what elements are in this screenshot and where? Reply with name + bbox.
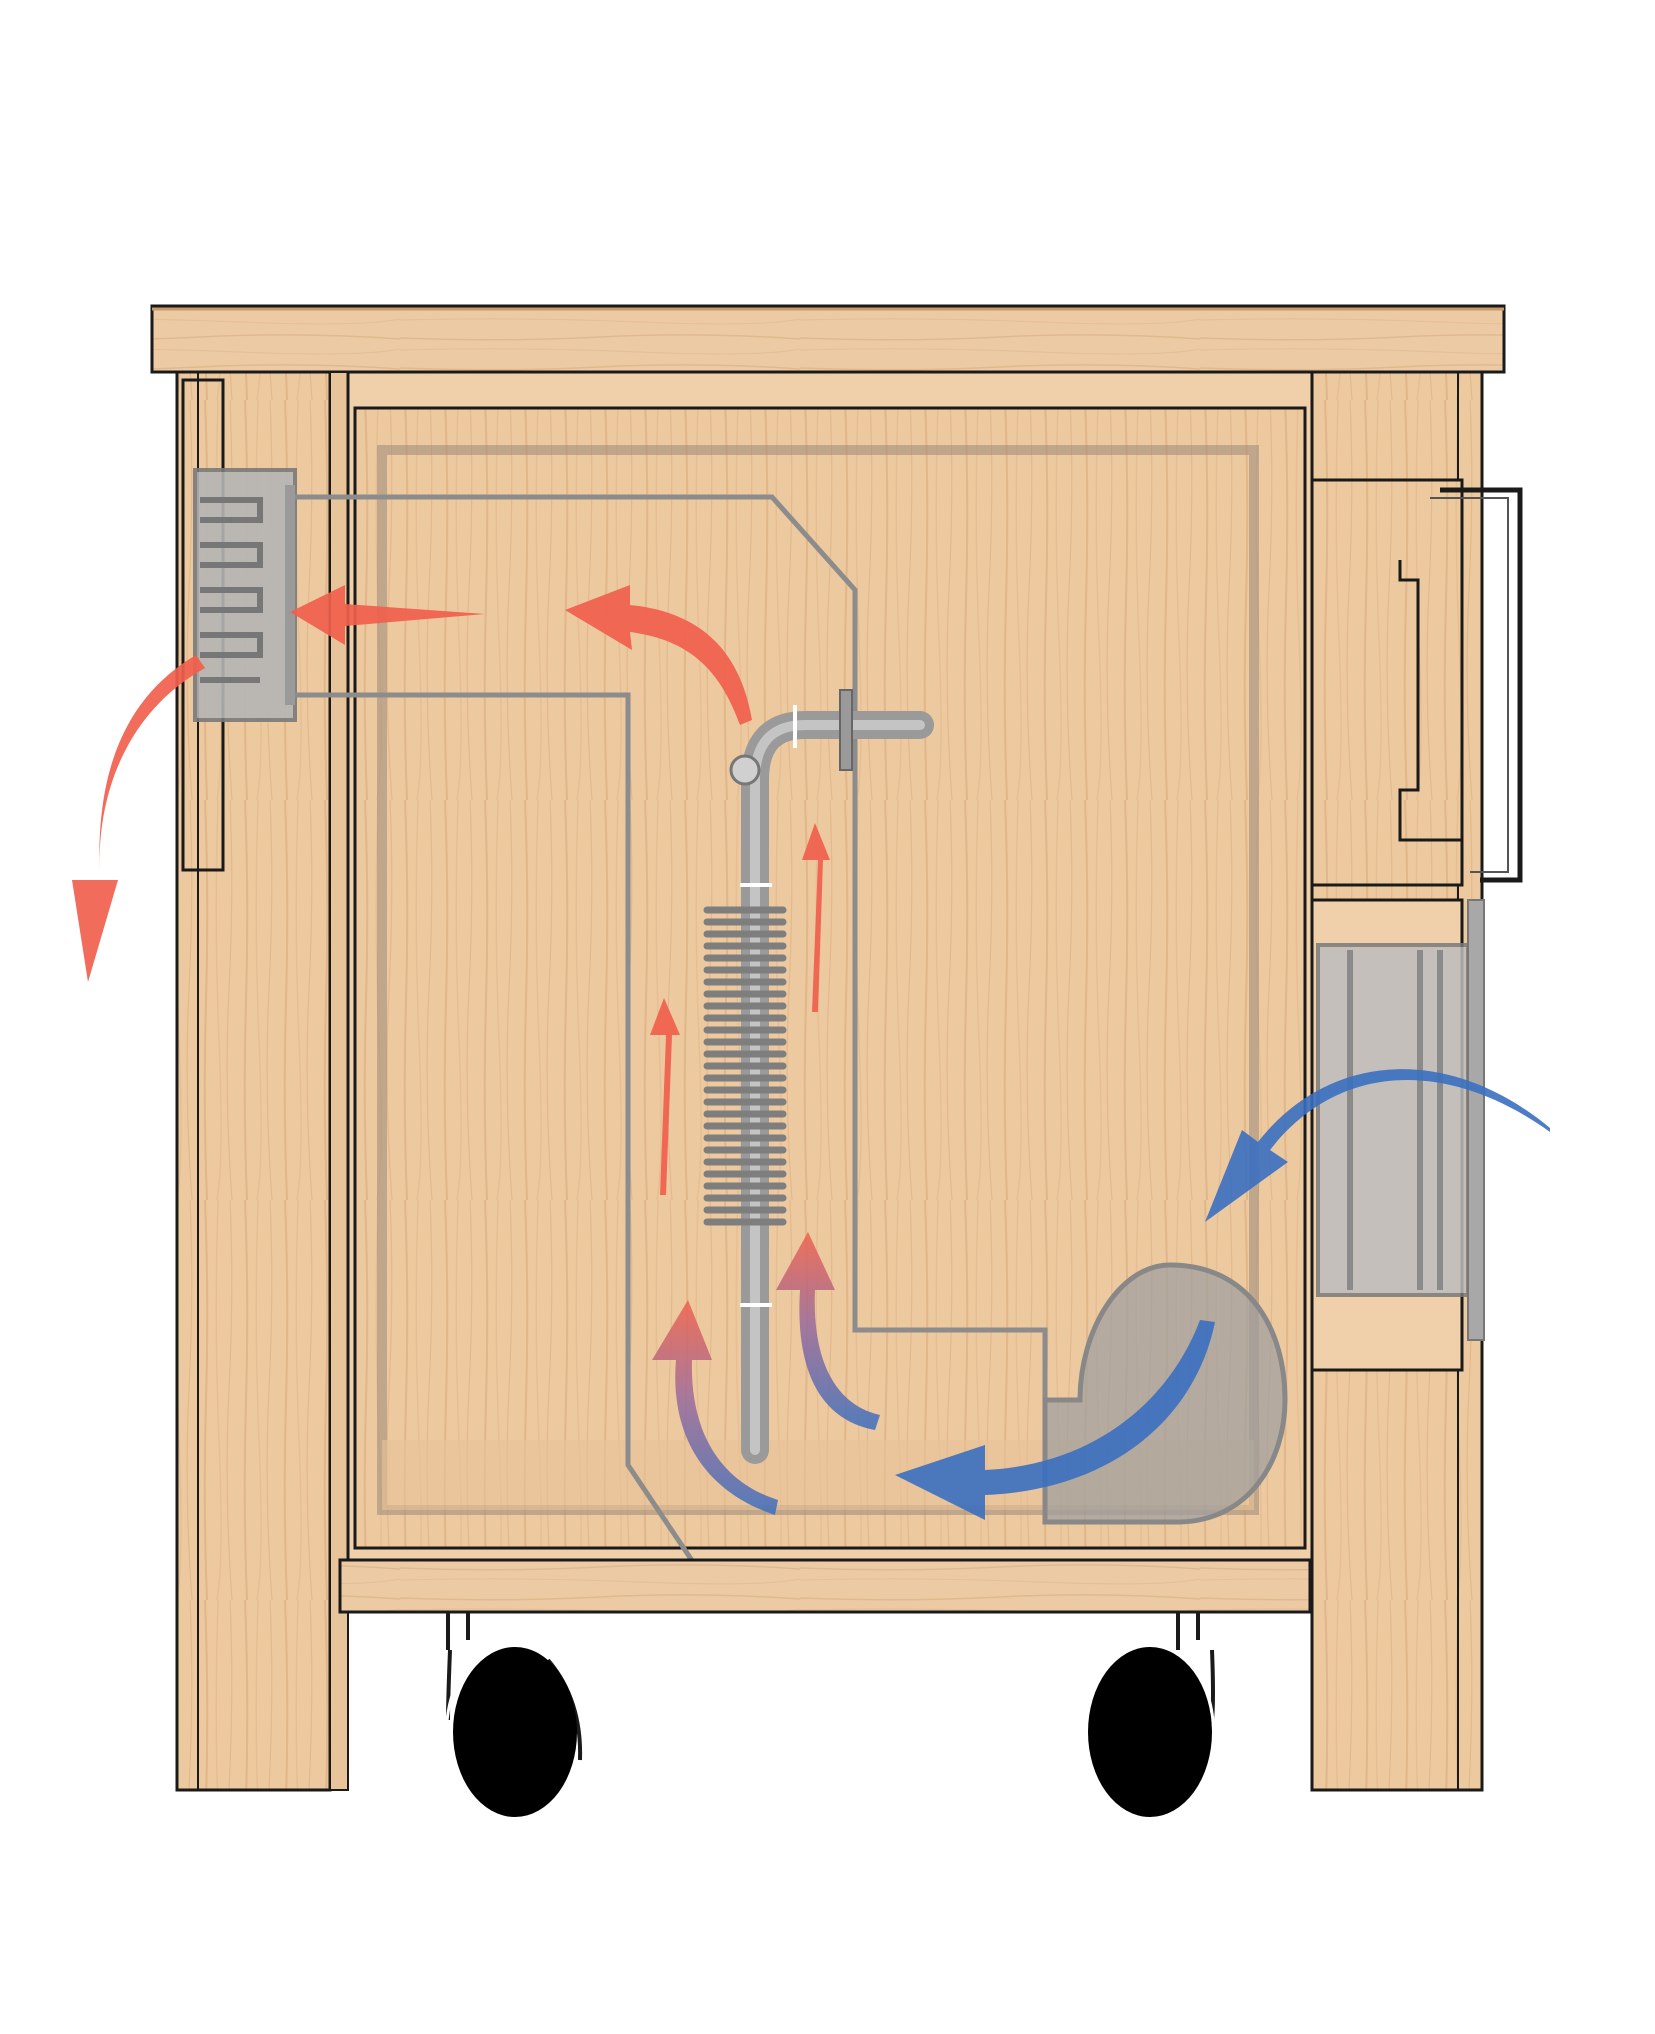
- hot-air-arrow-exhaust-horizontal: [290, 585, 485, 645]
- hot-air-arrow-exit-down: [72, 655, 205, 982]
- mixed-air-arrow-left: [652, 1300, 778, 1515]
- intake-grille: [1310, 898, 1485, 1372]
- heating-element: [703, 689, 934, 1464]
- hot-air-arrow-up-right: [802, 823, 830, 1012]
- exhaust-vent: [181, 378, 297, 872]
- right-drawer: [1310, 478, 1523, 887]
- caster-right: [1088, 1612, 1216, 1817]
- caster-left: [444, 1612, 583, 1817]
- cool-air-arrow-fan-outlet: [895, 1320, 1215, 1520]
- mixed-air-arrows: [652, 1232, 880, 1515]
- cabinet-top: [150, 304, 1506, 374]
- cabinet-bottom-rail: [338, 1558, 1312, 1614]
- hot-air-arrow-duct-curve: [565, 585, 752, 725]
- hot-air-arrow-up-left: [650, 998, 680, 1195]
- cool-air-arrows: [895, 1069, 1550, 1520]
- mixed-air-arrow-right: [776, 1232, 880, 1430]
- hot-air-arrows: [72, 585, 830, 1195]
